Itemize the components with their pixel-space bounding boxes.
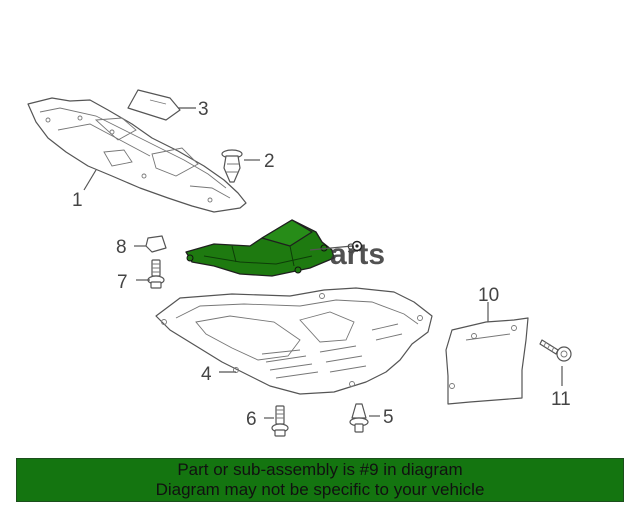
callout-6: 6 [246,409,257,430]
part-9-body [185,219,335,277]
part-5-clip [349,403,369,433]
part-10-splash-shield [445,317,529,405]
leader-lines [83,107,563,419]
part-7-bolt [147,259,165,289]
part-2-clip [221,149,243,183]
callout-3: 3 [198,99,209,120]
banner-line-part-number: Part or sub-assembly is #9 in diagram [177,460,463,479]
callout-10: 10 [478,285,499,306]
part-6-bolt [271,405,289,437]
callout-11: 11 [551,389,571,410]
callout-2: 2 [264,151,275,172]
callout-7: 7 [117,272,128,293]
banner-line-disclaimer: Diagram may not be specific to your vehi… [155,480,485,499]
part-8-bracket [145,235,167,253]
callout-4: 4 [201,364,212,385]
part-4-lower-under-cover [155,287,433,395]
part-11-screw [539,339,572,362]
callout-5: 5 [383,407,394,428]
part-9-highlighted-shield [185,219,335,277]
info-banner: Part or sub-assembly is #9 in diagram Di… [16,458,624,502]
part-9-tab [261,219,313,247]
part-3-pad [127,89,181,121]
part-9-marker [351,240,363,252]
callout-1: 1 [72,190,83,211]
callout-9: 9 [347,240,355,256]
part-1-engine-under-cover [27,97,247,213]
callout-8: 8 [116,237,127,258]
